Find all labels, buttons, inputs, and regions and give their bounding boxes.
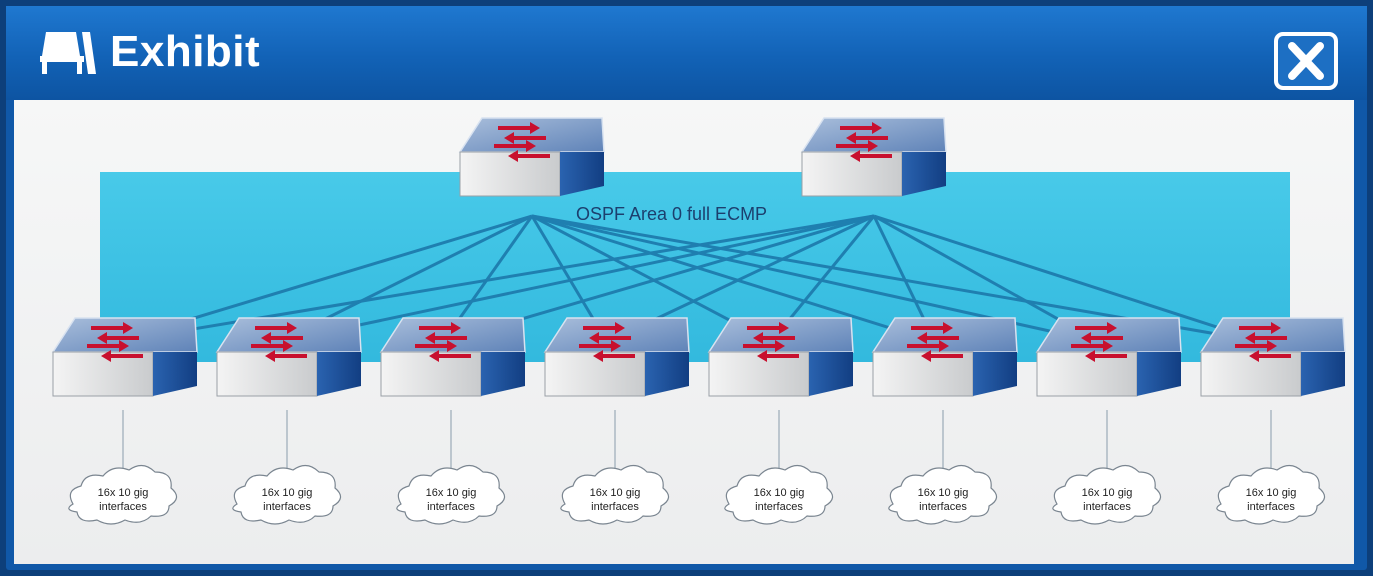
cloud-label-line1: 16x 10 gig <box>754 487 805 499</box>
router-icon <box>743 322 799 362</box>
exhibit-content: OSPF Area 0 full ECMP 16x 10 gig interfac… <box>14 100 1354 564</box>
interfaces-cloud-3: 16x 10 gig interfaces <box>396 464 506 525</box>
leaf-switch-8[interactable] <box>1199 317 1346 397</box>
interfaces-cloud-8: 16x 10 gig interfaces <box>1216 464 1326 525</box>
cloud-label-line1: 16x 10 gig <box>918 487 969 499</box>
router-icon <box>494 122 550 162</box>
cloud-label-line2: interfaces <box>1247 501 1295 513</box>
exhibit-window: Exhibit <box>6 6 1367 570</box>
network-diagram: OSPF Area 0 full ECMP 16x 10 gig interfac… <box>51 117 1346 525</box>
link-spine2-leaf8 <box>873 214 1264 344</box>
spine-switch-1[interactable] <box>458 117 605 197</box>
close-button[interactable] <box>1274 32 1338 90</box>
ospf-area-label: OSPF Area 0 full ECMP <box>576 204 767 224</box>
link-spine2-leaf2 <box>278 214 875 344</box>
title-bar: Exhibit <box>6 6 1367 100</box>
cloud-label-line1: 16x 10 gig <box>1246 487 1297 499</box>
cloud-label-line1: 16x 10 gig <box>426 487 477 499</box>
leaf-switch-7[interactable] <box>1035 317 1182 397</box>
leaf-switch-6[interactable] <box>871 317 1018 397</box>
cloud-label-line1: 16x 10 gig <box>98 487 149 499</box>
router-icon <box>907 322 963 362</box>
spine-switch-2[interactable] <box>800 117 947 197</box>
cloud-label-line2: interfaces <box>591 501 639 513</box>
cloud-label-line1: 16x 10 gig <box>262 487 313 499</box>
cloud-label-line2: interfaces <box>919 501 967 513</box>
leaf-switch-5[interactable] <box>707 317 854 397</box>
cloud-label-line1: 16x 10 gig <box>590 487 641 499</box>
router-icon <box>1071 322 1127 362</box>
router-icon <box>87 322 143 362</box>
interfaces-cloud-1: 16x 10 gig interfaces <box>68 464 178 525</box>
router-icon <box>415 322 471 362</box>
interfaces-cloud-2: 16x 10 gig interfaces <box>232 464 342 525</box>
leaf-switch-4[interactable] <box>543 317 690 397</box>
router-icon <box>251 322 307 362</box>
interfaces-cloud-5: 16x 10 gig interfaces <box>724 464 834 525</box>
window-title: Exhibit <box>110 27 261 76</box>
interfaces-cloud-4: 16x 10 gig interfaces <box>560 464 670 525</box>
close-icon <box>1278 36 1334 86</box>
leaf-switch-2[interactable] <box>215 317 362 397</box>
router-icon <box>1235 322 1291 362</box>
cloud-label-line2: interfaces <box>263 501 311 513</box>
leaf-switch-3[interactable] <box>379 317 526 397</box>
cloud-label-line2: interfaces <box>755 501 803 513</box>
exhibit-icon <box>36 26 100 78</box>
link-spine1-leaf6 <box>531 214 936 344</box>
cloud-label-line1: 16x 10 gig <box>1082 487 1133 499</box>
router-icon <box>836 122 892 162</box>
leaf-switch-1[interactable] <box>51 317 198 397</box>
cloud-label-line2: interfaces <box>99 501 147 513</box>
interfaces-cloud-7: 16x 10 gig interfaces <box>1052 464 1162 525</box>
cloud-label-line2: interfaces <box>1083 501 1131 513</box>
interfaces-cloud-6: 16x 10 gig interfaces <box>888 464 998 525</box>
router-icon <box>579 322 635 362</box>
cloud-label-line2: interfaces <box>427 501 475 513</box>
